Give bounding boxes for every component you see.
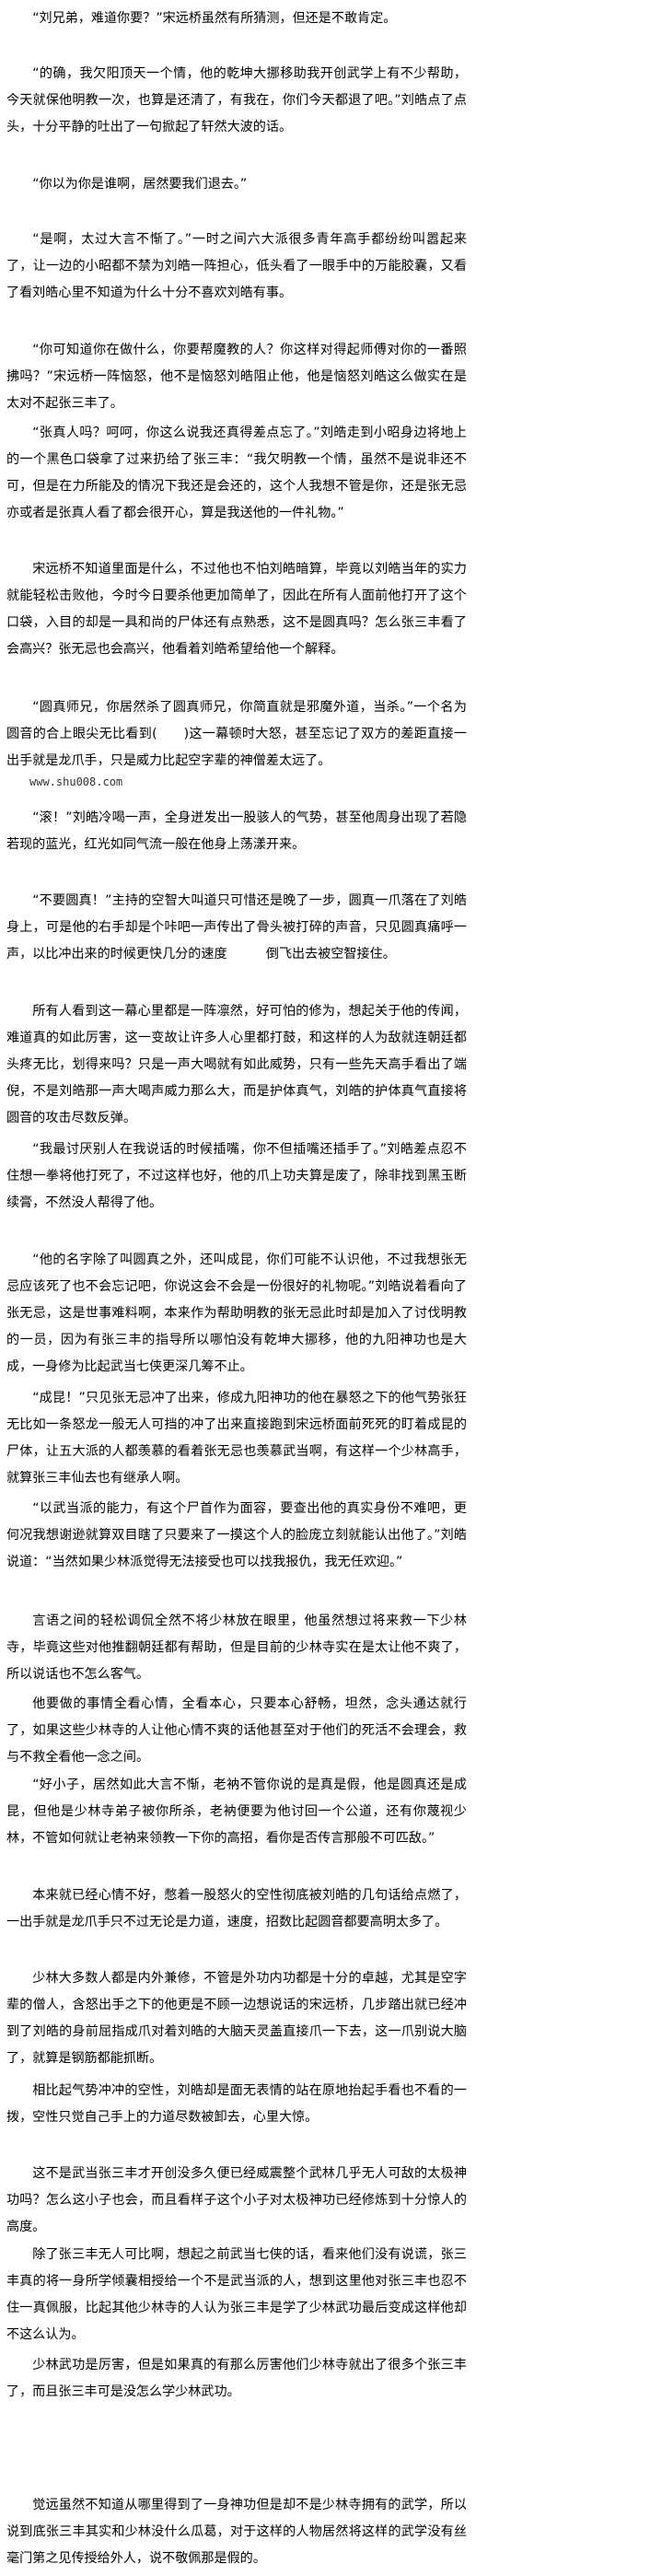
paragraph: 他要做的事情全看心情，全看本心，只要本心舒畅，坦然，念头通达就行了，如果这些少林… — [6, 1696, 467, 1765]
paragraph: “成昆！”只见张无忌冲了出来，修成九阳神功的他在暴怒之下的他气势张狂无比如一条怒… — [6, 1391, 467, 1486]
paragraph: 本来就已经心情不好，憋着一股怒火的空性彻底被刘皓的几句话给点燃了，一出手就是龙爪… — [6, 1888, 467, 1929]
paragraph: “张真人吗？呵呵，你这么说我还真得差点忘了。”刘皓走到小昭身边将地上的一个黑色口… — [6, 425, 467, 520]
paragraph: 宋远桥不知道里面是什么，不过他也不怕刘皓暗算，毕竟以刘皓当年的实力就能轻松击败他… — [6, 562, 467, 657]
paragraph: “滚！”刘皓冷喝一声，全身迸发出一股骇人的气势，甚至他周身出现了若隐若现的蓝光，… — [6, 810, 467, 852]
paragraph: “好小子，居然如此大言不惭，老衲不管你说的是真是假，他是圆真还是成昆，但他是少林… — [6, 1778, 467, 1846]
paragraph: “的确，我欠阳顶天一个情，他的乾坤大挪移助我开创武学上有不少帮助，今天就保他明教… — [6, 66, 467, 134]
paragraph: 言语之间的轻松调侃全然不将少林放在眼里，他虽然想过将来救一下少林寺，毕竟这些对他… — [6, 1614, 467, 1682]
paragraph: 少林大多数人都是内外兼修，不管是外功内功都是十分的卓越，尤其是空字辈的僧人，含怒… — [6, 1971, 467, 2066]
paragraph: “你以为你是谁啊，居然要我们退去。” — [32, 177, 248, 192]
paragraph: “不要圆真！”主持的空智大叫道只可惜还是晚了一步，圆真一爪落在了刘皓身上，可是他… — [6, 893, 467, 962]
paragraph: “圆真师兄，你居然杀了圆真师兄，你简直就是邪魔外道，当杀。”一个名为圆音的合上眼… — [6, 700, 467, 768]
paragraph: 少林武功是厉害，但是如果真的有那么厉害他们少林寺就出了很多个张三丰了，而且张三丰… — [6, 2358, 467, 2399]
paragraph: 觉远虽然不知道从哪里得到了一身神功但是却不是少林寺拥有的武学，所以说到底张三丰其… — [6, 2498, 467, 2566]
site-watermark: www.shu008.com — [29, 775, 123, 788]
paragraph: 除了张三丰无人可比啊，想起之前武当七侠的话，看来他们没有说谎，张三丰真的将一身所… — [6, 2247, 467, 2342]
paragraph: “他的名字除了叫圆真之外，还叫成昆，你们可能不认识他，不过我想张无忌应该死了也不… — [6, 1253, 467, 1374]
paragraph: “我最讨厌别人在我说话的时候插嘴，你不但插嘴还插手了。”刘皓差点忍不住想一拳将他… — [6, 1142, 467, 1210]
paragraph: “以武当派的能力，有这个尸首作为面容，要查出他的真实身份不难吧，更何况我想谢逊就… — [6, 1501, 467, 1569]
paragraph: “是啊，太过大言不惭了。”一时之间六大派很多青年高手都纷纷叫嚣起来了，让一边的小… — [6, 232, 467, 300]
paragraph: “你可知道你在做什么，你要帮魔教的人？你这样对得起师傅对你的一番照拂吗？”宋远桥… — [6, 343, 467, 411]
paragraph: 相比起气势冲冲的空性，刘皓却是面无表情的站在原地抬起手看也不看的一拨，空性只觉自… — [6, 2083, 467, 2125]
paragraph: 这不是武当张三丰才开创没多久便已经威震整个武林几乎无人可敌的太极神功吗？怎么这小… — [6, 2166, 467, 2234]
paragraph: “刘兄弟，难道你要？”宋远桥虽然有所猜测，但还是不敢肯定。 — [32, 11, 397, 26]
paragraph: 所有人看到这一幕心里都是一阵凛然，好可怕的修为，想起关于他的传闻，难道真的如此厉… — [6, 1004, 467, 1125]
